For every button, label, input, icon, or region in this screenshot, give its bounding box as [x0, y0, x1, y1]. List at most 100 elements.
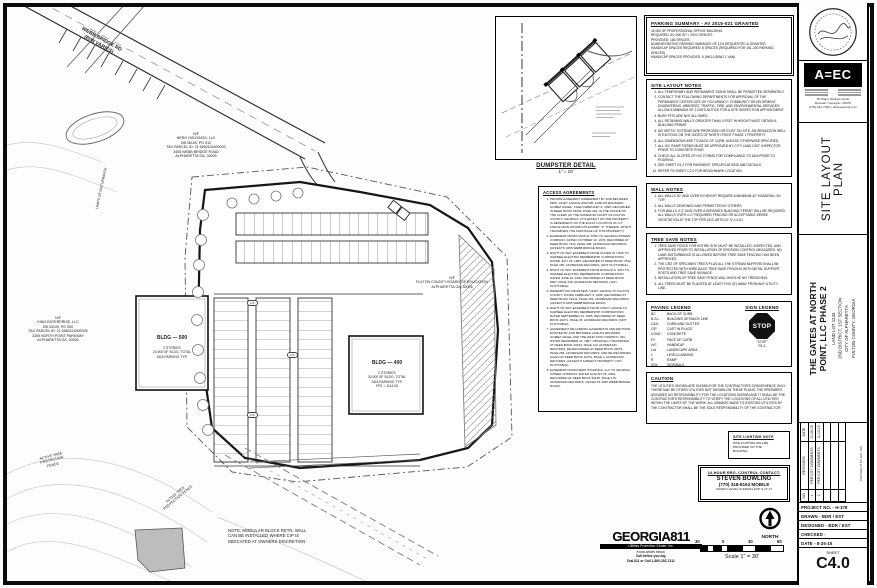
- contour-lines: [7, 142, 366, 581]
- legend-desc: BUILDING SETBACK LINE: [667, 317, 709, 322]
- legend-desc: LEVEL/LANDING: [667, 352, 694, 357]
- site-lighting-title: SITE LIGHTING NOTE: [733, 435, 774, 439]
- georgia811-line: Call before you dig.: [635, 554, 667, 559]
- legend-desc: RAMP: [667, 357, 677, 362]
- rev-no: 2: [815, 489, 823, 502]
- georgia811-line: Dial 811 or Call 1-800-282-7411: [627, 558, 675, 563]
- legend-abbr: S/W: [651, 363, 658, 368]
- north-label: NORTH: [761, 535, 779, 540]
- scale-tick-label: 60: [777, 539, 782, 544]
- revisions-table: NO. REVISIONS DATE 1 PER CITY COMMENTS 1…: [800, 423, 846, 502]
- legend-desc: BACK OF CURB: [667, 312, 693, 316]
- firm-address-line: (770) 641-7440 • www.aeceng.com: [808, 105, 858, 110]
- legend-desc: HANDICAP: [667, 342, 685, 347]
- existing-building: [134, 527, 186, 573]
- rev-header: DATE: [800, 423, 808, 442]
- sheet-word: SHEET: [826, 550, 840, 555]
- legend-desc: CAST IN PLACE: [667, 327, 693, 332]
- site-layout-notes-box: SITE LAYOUT NOTES ALL TEMPORARY AND PERM…: [646, 79, 792, 177]
- scale-bar-graphic: [695, 545, 789, 552]
- sheet-number: C4.0: [816, 555, 850, 572]
- georgia811-line: Know what's below.: [636, 549, 666, 554]
- engineer-seal: [809, 8, 857, 56]
- contact-name: STEVEN BOWLING: [716, 476, 772, 482]
- dumpster-detail-box: [495, 16, 637, 160]
- project-title: THE GATES AT NORTH POINT, LLC PHASE 2: [808, 281, 828, 376]
- rev-header: REVISIONS: [800, 441, 808, 490]
- legend-abbr: C&G: [651, 322, 659, 327]
- legend-abbr: R: [651, 357, 654, 362]
- legend-desc: CURB AND GUTTER: [667, 322, 700, 327]
- building-400-info: 2 STORIES 20,000 SF BLDG. TOTAL ADA PARK…: [367, 371, 407, 388]
- site-lighting-note-box: SITE LIGHTING NOTE SITE LIGHTING WILL BE…: [728, 431, 790, 459]
- project-number: PROJECT NO. - H-378: [799, 503, 867, 512]
- project-info-section: PROJECT NO. - H-378 DRAWN - BDR / EST DE…: [799, 503, 867, 573]
- building-400-name: BLDG — 400: [371, 360, 403, 367]
- dumpster-detail-drawing: [501, 23, 635, 153]
- stop-sign-code: R1-1: [758, 344, 766, 348]
- sign-legend: SIGN LEGEND STOP "STOP" R1-1: [737, 305, 787, 363]
- scale-tick-label: 0: [722, 539, 725, 544]
- legend-abbr: CIP: [651, 327, 657, 332]
- revisions-table-wrap: NO. REVISIONS DATE 1 PER CITY COMMENTS 1…: [800, 423, 856, 502]
- firm-logo-section: A=EC 30 Warm Springs Circle Roswell • Ge…: [799, 63, 867, 123]
- building-400-label: BLDG — 400 2 STORIES 20,000 SF BLDG. TOT…: [350, 356, 424, 393]
- pond: [65, 111, 125, 145]
- project-subtitle: LAND LOT 1243 2ND DISTRICT, 1ST SECTION …: [830, 298, 856, 359]
- access-item: AGREEMENT REGARDING EASEMENTS AND EROSIO…: [550, 327, 632, 367]
- sign-legend-title: SIGN LEGEND: [745, 305, 779, 310]
- building-500-label: BLDG — 500 2 STORIES 20,000 SF BLDG. TOT…: [137, 331, 207, 363]
- firm-services: [799, 88, 867, 97]
- building-500-name: BLDG — 500: [156, 335, 188, 342]
- firm-address: 30 Warm Springs Circle Roswell • Georgia…: [799, 97, 867, 110]
- site-note: CHECK ALL SLOPES OF H/C FORMS FOR COMPLI…: [658, 154, 787, 163]
- north-arrow-icon: [759, 507, 781, 530]
- webb-bridge-road: [24, 7, 336, 188]
- site-note: BURY PITS ARE NOT ALLOWED.: [658, 114, 787, 118]
- landscape-area-tag: L/A: [247, 300, 258, 306]
- wall-notes-title: WALL NOTES: [651, 187, 684, 192]
- wall-note: FOR WALLS 4'-0" AND OVER A SEPARATE BUIL…: [658, 209, 787, 222]
- legend-abbr: L/A: [651, 347, 657, 352]
- copyright-note: COPYRIGHT BY AEC, INC.: [859, 445, 863, 481]
- stop-sign-name: "STOP": [756, 340, 768, 344]
- firm-address-line: Roswell • Georgia • 30075: [814, 100, 852, 105]
- legend-abbr: CONC.: [651, 332, 662, 337]
- site-note: ALL RETAINING WALLS GREATER THAN 4 FEET …: [658, 119, 787, 128]
- parking-line: PROVIDED: 180 SPACES: [651, 37, 690, 42]
- sheet-title: SITE LAYOUT PLAN: [821, 136, 845, 221]
- dumpster-detail-title: DUMPSTER DETAIL: [536, 163, 596, 169]
- parking-summary-box: PARKING SUMMARY - AV 2015-021 GRANTED 40…: [643, 14, 795, 77]
- tree-save-notes-box: TREE SAVE NOTES TREE SAVE FENCE FOR ENTI…: [646, 233, 792, 295]
- site-note: REFER TO SHEET C2.0 FOR BENCHMARK LOCATI…: [658, 169, 787, 173]
- stop-sign-icon: STOP: [749, 313, 775, 339]
- access-item: RIGHT OF WAY EASEMENT FROM CINDY LAFACE …: [550, 306, 632, 326]
- existing-drive: [224, 447, 439, 566]
- rev-no: 1: [808, 489, 816, 502]
- site-lighting-body: SITE LIGHTING WILL BE PROVIDED ON THE BU…: [733, 440, 769, 453]
- rev-header: NO.: [800, 489, 808, 502]
- access-agreements-title: ACCESS AGREEMENTS: [543, 190, 595, 195]
- site-note: CONTACT THE FOLLOWING DEPARTMENTS FOR AP…: [658, 95, 787, 112]
- scale-tick-label: 30: [748, 539, 753, 544]
- georgia811-subtitle: Utilities Protection Center, Inc.: [600, 543, 702, 549]
- building-400: [348, 335, 424, 415]
- paving-legend-title: PAVING LEGEND: [651, 305, 691, 310]
- parking-line: HANDICAP SPACES PROVIDED: 6 (INCLUDING 1…: [651, 55, 736, 60]
- parcel-owner-fulton-label: N/F FULTON COUNTY BOARD OF EDUCATION ALP…: [416, 276, 488, 289]
- wall-note: ALL WALLS 30" AND OVER IN HEIGHT REQUIRE…: [658, 194, 787, 203]
- north-arrow: NORTH: [756, 507, 784, 540]
- parking-summary-title: PARKING SUMMARY - AV 2015-021 GRANTED: [651, 21, 759, 26]
- dumpster-detail-caption: DUMPSTER DETAIL 1" = 10': [495, 163, 637, 174]
- modular-wall-note: NOTE: MODULAR BLOCK RETN. WALL CAN BE IN…: [228, 528, 307, 544]
- rev-desc: PER CITY COMMENTS: [815, 441, 823, 490]
- rev-desc: PER CITY COMMENTS: [808, 441, 816, 490]
- sheet-title-section: SITE LAYOUT PLAN: [799, 123, 867, 235]
- wall-notes-box: WALL NOTES ALL WALLS 30" AND OVER IN HEI…: [646, 183, 792, 228]
- site-note: ALL TEMPORARY AND PERMANENT SIGNS SHALL …: [658, 90, 787, 94]
- parcel-owner-nero-label: N/F NERO HOLDINGS, LLC DB 36100, PG 512 …: [166, 132, 226, 159]
- georgia811-logo: GEORGIA811 Utilities Protection Center, …: [600, 530, 702, 563]
- tree-note: TREE SAVE FENCE FOR ENTIRE SITE MUST BE …: [658, 244, 787, 261]
- engineer-seal-section: [799, 3, 867, 61]
